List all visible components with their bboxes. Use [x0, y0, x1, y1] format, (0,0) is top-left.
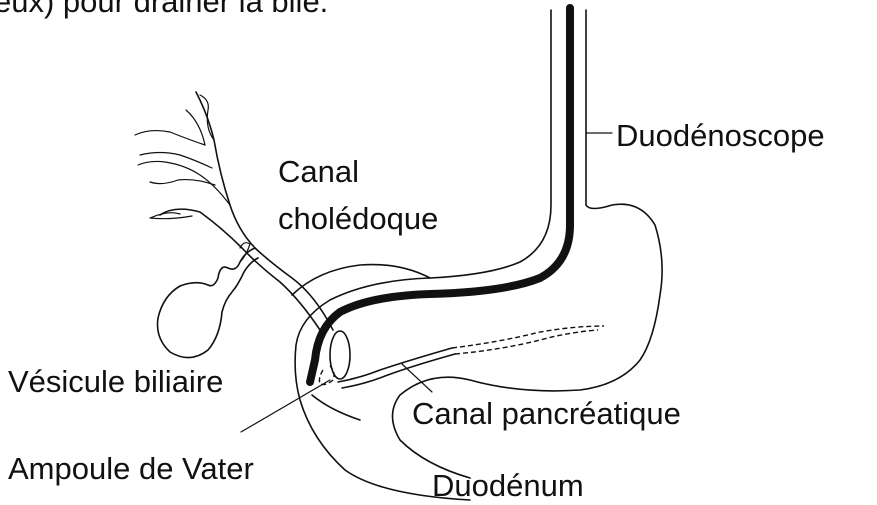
gallbladder [158, 243, 259, 358]
header-fragment: eux) pour drainer la bile. [0, 0, 328, 17]
label-canal-pancreatique: Canal pancréatique [412, 398, 681, 429]
label-canal-choledoque-line1: Canal [278, 156, 359, 187]
label-vesicule-biliaire: Vésicule biliaire [8, 366, 223, 397]
label-duodenoscope: Duodénoscope [616, 120, 825, 151]
label-duodenum: Duodénum [432, 470, 584, 501]
label-canal-choledoque-line2: cholédoque [278, 203, 438, 234]
ampulla-region [319, 331, 350, 385]
pancreatic-duct [338, 326, 604, 388]
label-ampoule-de-vater: Ampoule de Vater [8, 453, 254, 484]
